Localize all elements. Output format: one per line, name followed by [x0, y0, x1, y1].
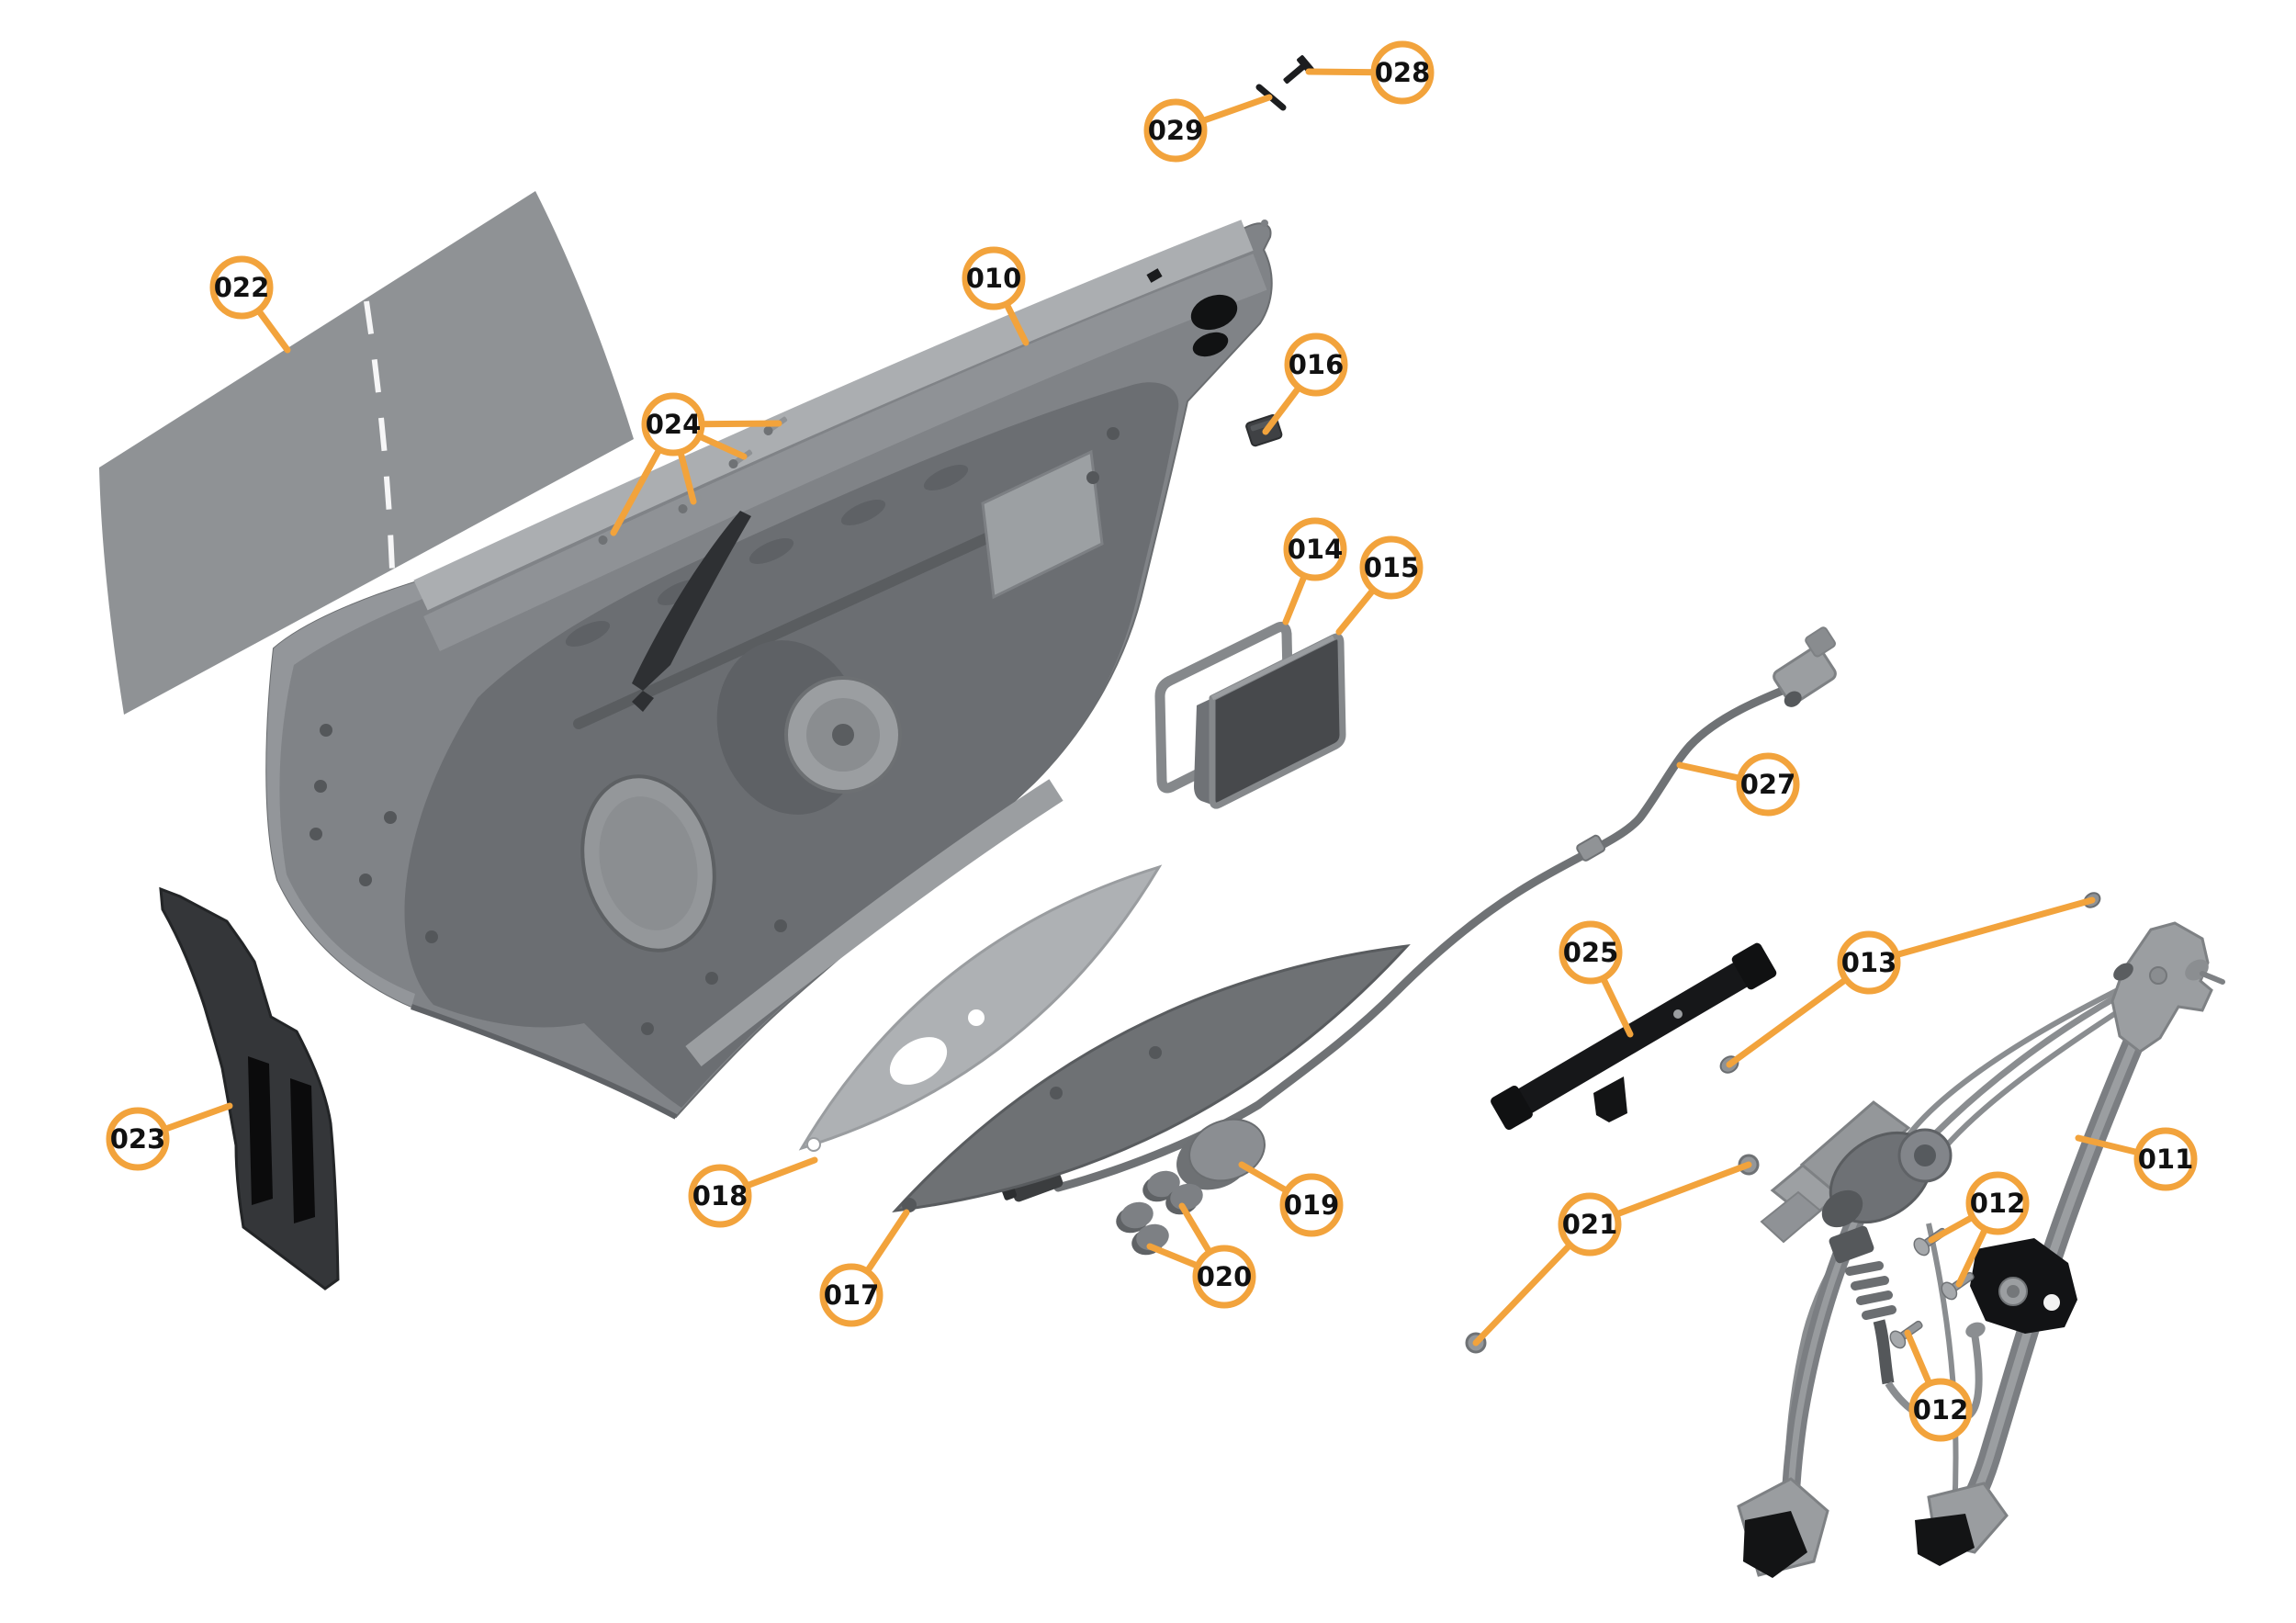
- callout-label: 029: [1148, 115, 1204, 146]
- callout-label: 015: [1364, 552, 1420, 583]
- part-module-cover-plate: [1194, 633, 1346, 809]
- callout-label: 025: [1563, 937, 1619, 968]
- glass-divider-dash: [364, 300, 397, 703]
- callout-label: 020: [1197, 1261, 1253, 1292]
- callout-label: 024: [646, 409, 702, 440]
- callout-label: 018: [692, 1180, 748, 1212]
- part-guide-pins: [1719, 892, 2101, 1074]
- part-window-guide-strip: [632, 511, 751, 712]
- callout-label: 011: [2138, 1144, 2194, 1175]
- callout-028[interactable]: 028: [1305, 40, 1435, 105]
- callout-circle[interactable]: [1965, 1171, 2030, 1235]
- callout-circle[interactable]: [1279, 1173, 1344, 1237]
- callout-label: 016: [1289, 349, 1345, 380]
- callout-024[interactable]: 024: [610, 392, 782, 536]
- callout-012[interactable]: 012: [1928, 1171, 2030, 1288]
- callout-010[interactable]: 010: [962, 246, 1030, 346]
- door-bolt-holes: [310, 427, 1120, 1035]
- callout-label: 017: [824, 1279, 880, 1311]
- callout-circle[interactable]: [641, 392, 705, 456]
- regulator-carrier-bracket: [1970, 1238, 2077, 1334]
- callout-circle[interactable]: [819, 1263, 884, 1327]
- callout-022[interactable]: 022: [209, 255, 291, 354]
- callout-circle[interactable]: [1283, 517, 1347, 581]
- callout-label: 013: [1841, 947, 1897, 978]
- callout-label: 019: [1284, 1189, 1340, 1221]
- part-window-glass: [99, 191, 634, 715]
- callout-018[interactable]: 018: [688, 1156, 818, 1228]
- callout-label: 023: [110, 1123, 166, 1155]
- callout-layer: 010 011 012 012 013 014 015 016 017 018 019 020 021 0…: [106, 40, 2198, 1442]
- part-grommets: [1116, 1170, 1203, 1256]
- callout-label: 010: [966, 263, 1022, 294]
- callout-014[interactable]: 014: [1282, 517, 1347, 626]
- callout-circle[interactable]: [1359, 535, 1424, 600]
- callout-021[interactable]: 021: [1472, 1161, 1752, 1347]
- callout-circle[interactable]: [106, 1107, 170, 1171]
- callout-label: 012: [1913, 1394, 1969, 1426]
- part-trim-panel-dark: [892, 943, 1411, 1213]
- part-mounting-pins: [1465, 1154, 1760, 1354]
- callout-020[interactable]: 020: [1146, 1202, 1256, 1309]
- callout-023[interactable]: 023: [106, 1102, 233, 1171]
- callout-016[interactable]: 016: [1262, 332, 1348, 435]
- cable-clip: [1576, 834, 1606, 862]
- callout-012[interactable]: 012: [1904, 1329, 1973, 1442]
- regulator-top-bracket: [2110, 921, 2225, 1054]
- callout-label: 028: [1375, 57, 1431, 88]
- part-door-shell: [265, 220, 1273, 1120]
- door-latch: [1146, 268, 1238, 357]
- callout-circle[interactable]: [1143, 98, 1208, 163]
- callout-circle[interactable]: [1908, 1378, 1973, 1442]
- callout-013[interactable]: 013: [1726, 896, 2096, 1068]
- regulator-bottom-feet: [1737, 1477, 2009, 1578]
- callout-025[interactable]: 025: [1559, 920, 1634, 1038]
- callout-leader-line: [1865, 896, 2096, 966]
- callout-label: 012: [1970, 1188, 2026, 1219]
- callout-circle[interactable]: [1192, 1245, 1256, 1309]
- callout-circle[interactable]: [1284, 332, 1348, 397]
- callout-label: 014: [1288, 534, 1344, 565]
- callout-circle[interactable]: [2133, 1127, 2198, 1191]
- part-window-regulator: [1737, 921, 2225, 1578]
- callout-circle[interactable]: [1736, 752, 1800, 817]
- cable-connector-top: [1773, 626, 1837, 707]
- callout-circle[interactable]: [1559, 920, 1623, 985]
- callout-011[interactable]: 011: [2075, 1127, 2198, 1191]
- regulator-motor: [1821, 1128, 1986, 1426]
- part-trim-panel-light: [798, 864, 1163, 1152]
- part-sound-insulation: [159, 886, 340, 1291]
- callout-circle[interactable]: [688, 1164, 752, 1228]
- callout-029[interactable]: 029: [1143, 94, 1273, 163]
- callout-circle[interactable]: [1837, 930, 1901, 995]
- callout-019[interactable]: 019: [1238, 1161, 1344, 1237]
- callout-label: 021: [1562, 1209, 1618, 1240]
- callout-circle[interactable]: [962, 246, 1026, 310]
- callout-015[interactable]: 015: [1335, 535, 1424, 636]
- callout-circle[interactable]: [1370, 40, 1435, 105]
- callout-circle[interactable]: [1558, 1192, 1622, 1257]
- part-guide-rail: [1491, 942, 1777, 1130]
- callout-017[interactable]: 017: [819, 1209, 910, 1327]
- callout-circle[interactable]: [209, 255, 274, 320]
- callout-label: 022: [214, 272, 270, 303]
- callout-027[interactable]: 027: [1676, 752, 1800, 817]
- callout-label: 027: [1740, 769, 1796, 800]
